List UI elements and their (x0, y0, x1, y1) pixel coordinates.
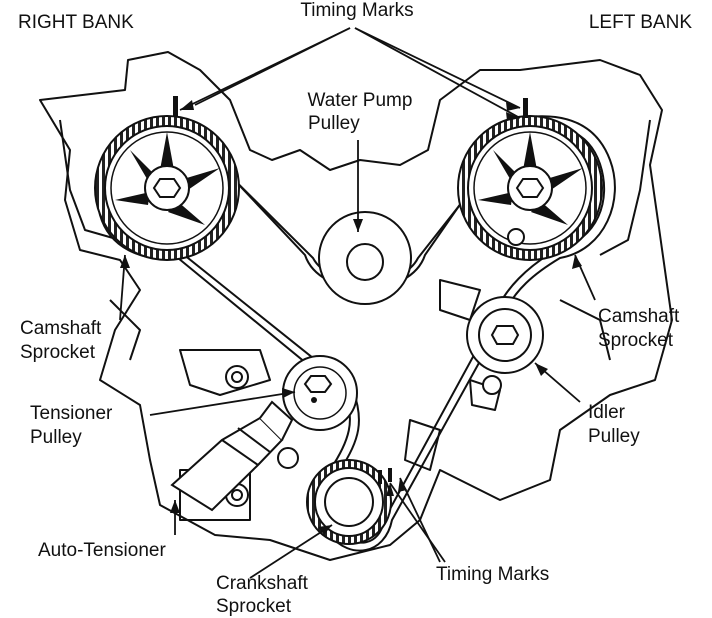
crankshaft-sprocket (306, 459, 392, 545)
crankshaft-sprocket-label-line2: Sprocket (216, 596, 291, 617)
leader-lines (119, 27, 596, 579)
timing-marks-bottom-label: Timing Marks (436, 564, 550, 585)
idler-pulley-label-line1: Idler (588, 402, 625, 423)
water-pump-pulley-label-line1: Water Pump (307, 90, 413, 111)
camshaft-sprocket-right-bank (94, 96, 240, 261)
camshaft-sprocket-left-bank (457, 98, 603, 261)
auto-tensioner-label: Auto-Tensioner (38, 540, 166, 561)
camshaft-sprocket-left-bank-label-line2: Sprocket (598, 330, 673, 351)
camshaft-sprocket-right-bank-label-line1: Camshaft (20, 318, 102, 339)
timing-belt-diagram (39, 27, 673, 579)
water-pump-pulley-label-line2: Pulley (308, 113, 360, 134)
left-bank-label: LEFT BANK (588, 12, 692, 33)
tensioner-pulley (282, 355, 358, 431)
idler-pulley-label-line2: Pulley (588, 426, 640, 447)
tensioner-pulley-label-line1: Tensioner (30, 403, 113, 424)
camshaft-sprocket-right-bank-label-line2: Sprocket (20, 342, 95, 363)
leader-arrowheads (120, 100, 582, 535)
auto-tensioner-body (170, 400, 294, 512)
timing-marks-top-label: Timing Marks (300, 0, 414, 21)
right-bank-label: RIGHT BANK (18, 12, 134, 33)
camshaft-sprocket-left-bank-label-line1: Camshaft (598, 306, 680, 327)
idler-pulley (466, 296, 544, 374)
water-pump-pulley (318, 211, 412, 305)
tensioner-pulley-label-line2: Pulley (30, 427, 82, 448)
crankshaft-sprocket-label-line1: Crankshaft (216, 573, 308, 594)
